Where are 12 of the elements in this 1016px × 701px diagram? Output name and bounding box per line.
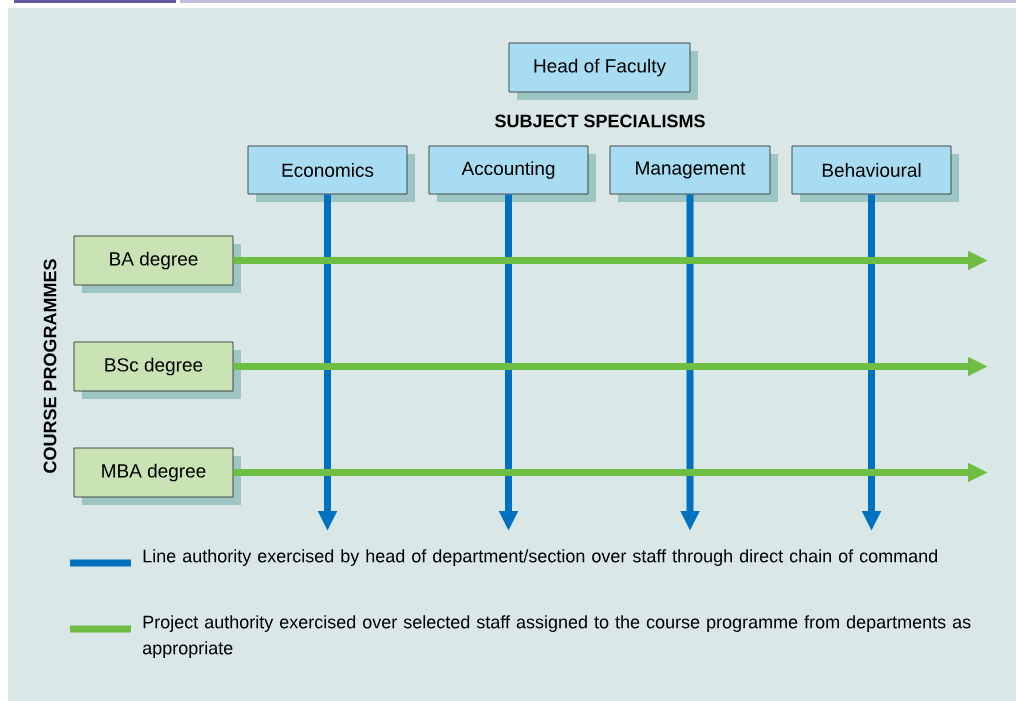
department-box: Accounting — [428, 145, 596, 202]
degree-box: BSc degree — [73, 341, 241, 399]
department-box: Management — [609, 145, 778, 202]
department-box: Economics — [247, 145, 415, 202]
legend-text: Project authority exercised over selected staff assigned to the course programme from departments as appropriate — [142, 615, 971, 658]
department-box: Head of Faculty — [508, 42, 698, 100]
degree-box: BA degree — [73, 235, 241, 293]
heading: COURSE PROGRAMMES — [43, 259, 57, 473]
heading: SUBJECT SPECIALISMS — [495, 114, 705, 128]
department-box: Behavioural — [791, 145, 959, 202]
degree-box: MBA degree — [73, 447, 241, 505]
legend-text: Line authority exercised by head of department/section over staff through direct chain of command — [143, 549, 937, 566]
